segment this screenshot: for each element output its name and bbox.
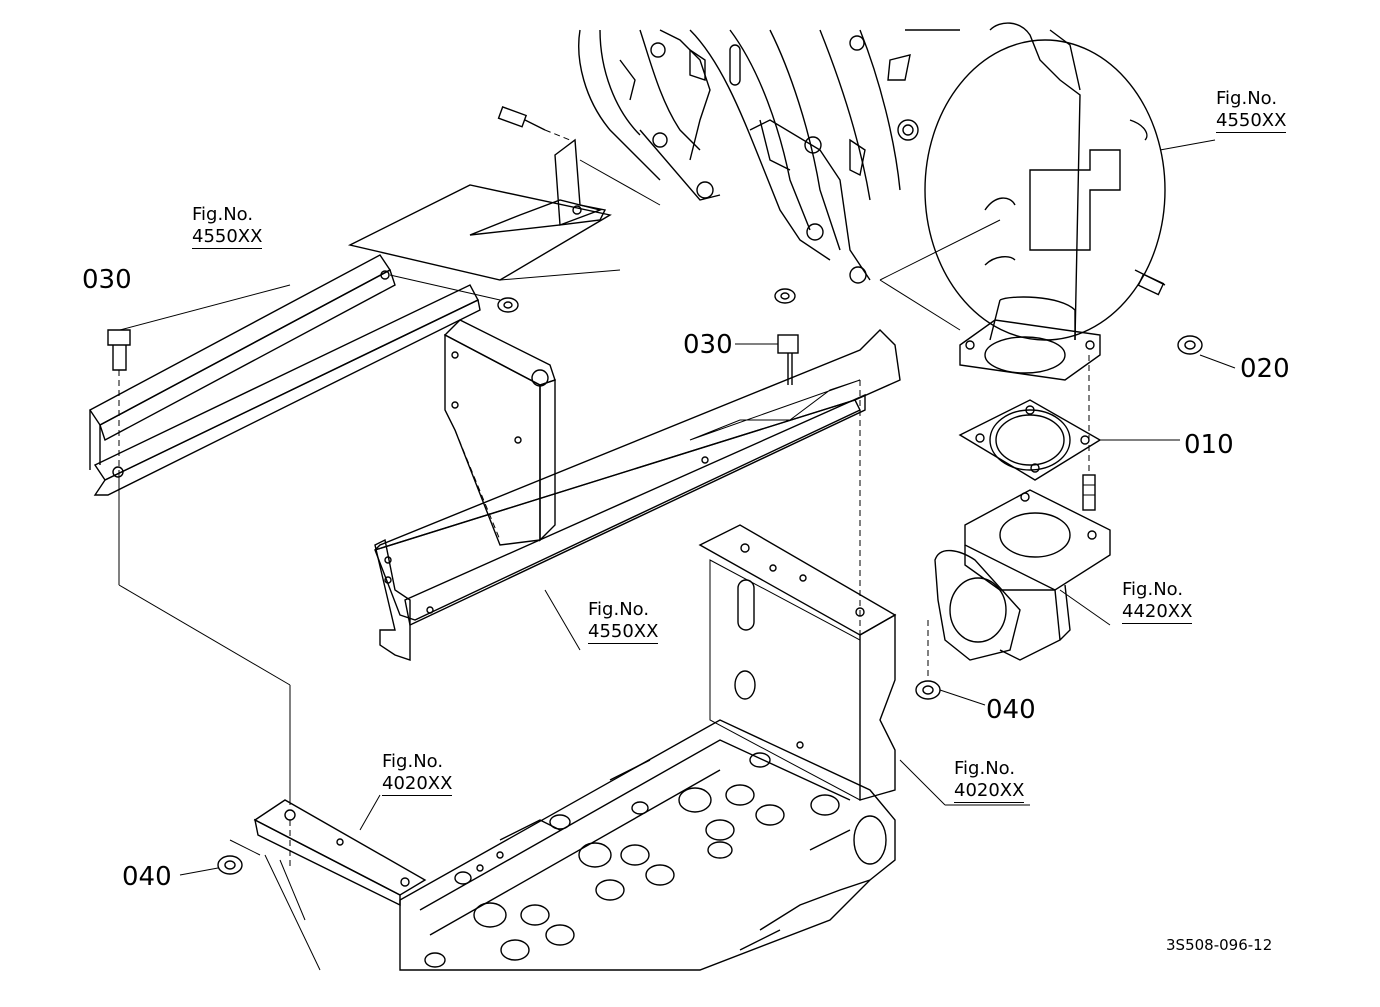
left-upper-bracket [88,254,481,496]
figure-ref-label: Fig.No. [192,204,254,225]
figure-ref-number: 4550XX [192,226,263,249]
part-number-030-mid: 030 [683,330,733,360]
figure-ref-label: Fig.No. [954,758,1016,779]
figure-ref-4020xx-right: Fig.No. 4020XX [954,758,1025,803]
nut-center [389,274,519,313]
figure-ref-label: Fig.No. [382,751,444,772]
nut-020 [1177,335,1236,369]
figure-ref-label: Fig.No. [1122,579,1184,600]
part-number-020: 020 [1240,354,1290,384]
gasket-010 [958,355,1180,511]
figure-ref-label: Fig.No. [1216,88,1278,109]
exhaust-elbow [934,489,1111,661]
figure-ref-number: 4550XX [1216,110,1287,133]
diagram-code: 3S508-096-12 [1166,936,1273,954]
part-number-030-left: 030 [82,265,132,295]
cylinder-head [399,719,896,971]
figure-ref-4420xx: Fig.No. 4420XX [1122,579,1193,624]
part-number-040-right: 040 [986,695,1036,725]
bolt-030-upper [497,106,571,141]
nut-040-right [915,620,986,706]
lower-left-bracket [229,794,427,971]
bolt-030-left [107,329,291,805]
turbo-outlet-flange [959,319,1101,381]
figure-ref-number: 4420XX [1122,601,1193,624]
figure-ref-4550xx-center: Fig.No. 4550XX [588,599,659,644]
rear-plate [347,138,661,281]
figure-ref-number: 4550XX [588,621,659,644]
part-number-040-left: 040 [122,862,172,892]
figure-ref-4550xx-left: Fig.No. 4550XX [192,204,263,249]
middle-long-bracket [374,329,901,661]
figure-ref-number: 4020XX [382,773,453,796]
figure-ref-label: Fig.No. [588,599,650,620]
nut-040-left [179,855,243,876]
bolt-030-mid [735,288,799,385]
turbocharger-assembly [578,22,1216,341]
middle-vertical-bracket [443,319,556,546]
figure-ref-number: 4020XX [954,780,1025,803]
lower-right-bracket [698,380,1030,806]
figure-ref-4550xx-top-right: Fig.No. 4550XX [1216,88,1287,133]
part-number-010: 010 [1184,430,1234,460]
figure-ref-4020xx-left: Fig.No. 4020XX [382,751,453,796]
